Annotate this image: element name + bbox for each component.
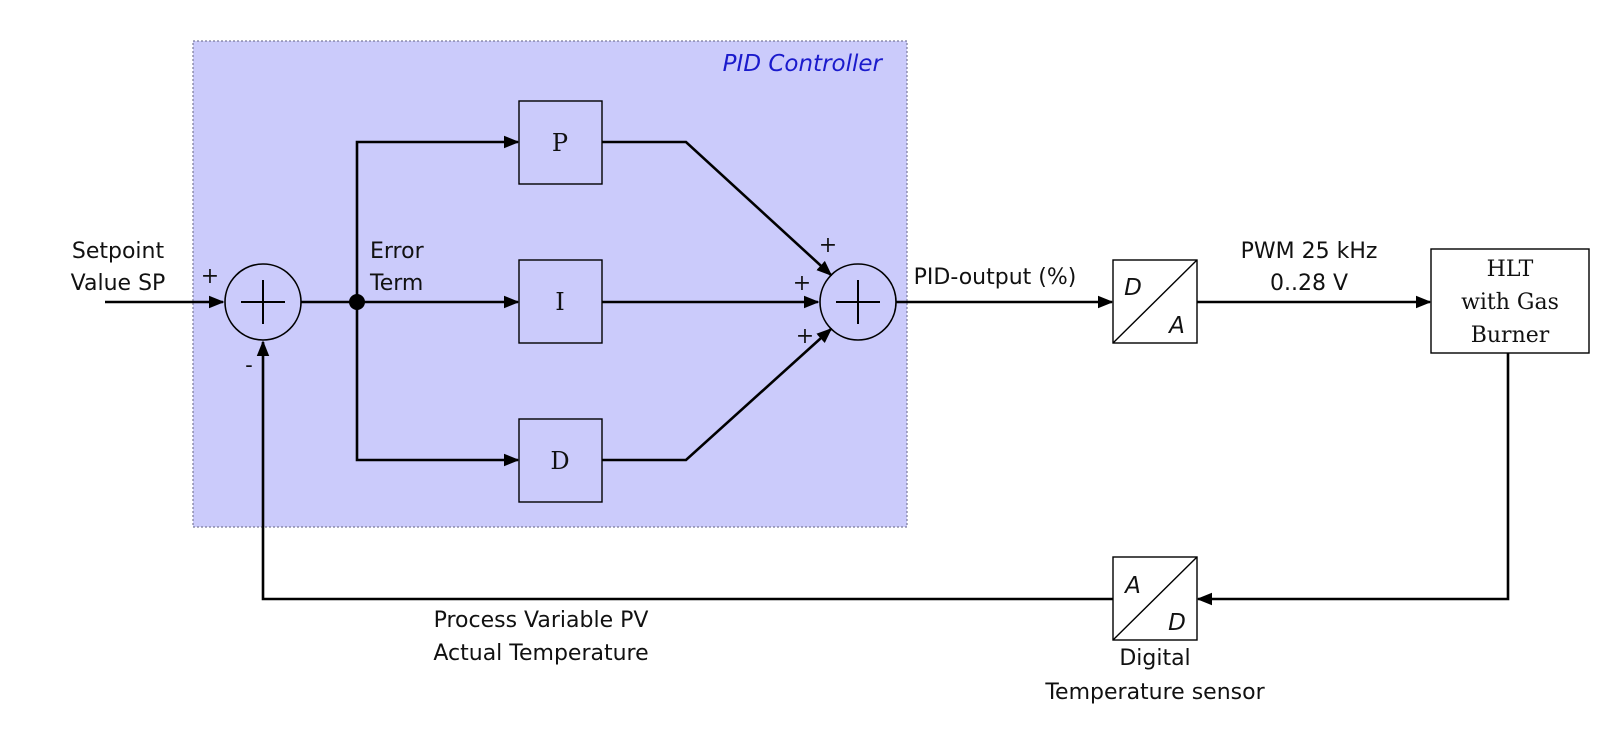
pid-controller-region [192, 40, 908, 528]
pwm-label-line2: 0..28 V [1270, 271, 1348, 296]
pwm-label-line1: PWM 25 kHz [1241, 239, 1378, 264]
pid-controller-title: PID Controller [723, 51, 884, 77]
wire-to-d [355, 302, 520, 467]
summer1-plus-sign: + [201, 264, 219, 289]
error-term-line1: Error [370, 239, 425, 264]
hlt-block [1430, 248, 1590, 354]
dac-block [1112, 259, 1198, 344]
summer2-plus-top: + [819, 233, 837, 258]
p-block-label: P [552, 129, 568, 157]
d-block-label: D [550, 447, 569, 475]
sensor-label-line2: Temperature sensor [1044, 680, 1265, 705]
dac-label-top: D [1124, 275, 1142, 301]
pid-output-label: PID-output (%) [914, 265, 1077, 290]
error-term-line2: Term [369, 271, 423, 296]
summer2-plus-bottom: + [796, 324, 814, 349]
i-block-label: I [555, 288, 564, 316]
setpoint-label-line2: Value SP [71, 271, 166, 296]
d-to-summer2-wire [602, 327, 833, 462]
adc-block [1112, 556, 1198, 641]
feedback-label-line1: Process Variable PV [434, 608, 649, 633]
feedback-wire [256, 340, 1113, 601]
plant-to-sensor-wire [1196, 353, 1510, 606]
adc-label-bottom: D [1168, 610, 1186, 636]
hlt-label-line3: Burner [1471, 323, 1550, 348]
wire-to-p [355, 135, 520, 302]
dac-label-bottom: A [1167, 313, 1185, 339]
hlt-label-line2: with Gas [1461, 290, 1559, 315]
summer1-minus-sign: - [245, 353, 252, 378]
adc-label-top: A [1123, 573, 1141, 599]
setpoint-label-line1: Setpoint [72, 239, 165, 264]
sensor-label-line1: Digital [1119, 646, 1190, 671]
p-to-summer2-wire [602, 140, 833, 277]
hlt-label-line1: HLT [1487, 257, 1534, 282]
summer2-plus-mid: + [793, 271, 811, 296]
feedback-label-line2: Actual Temperature [433, 641, 648, 666]
